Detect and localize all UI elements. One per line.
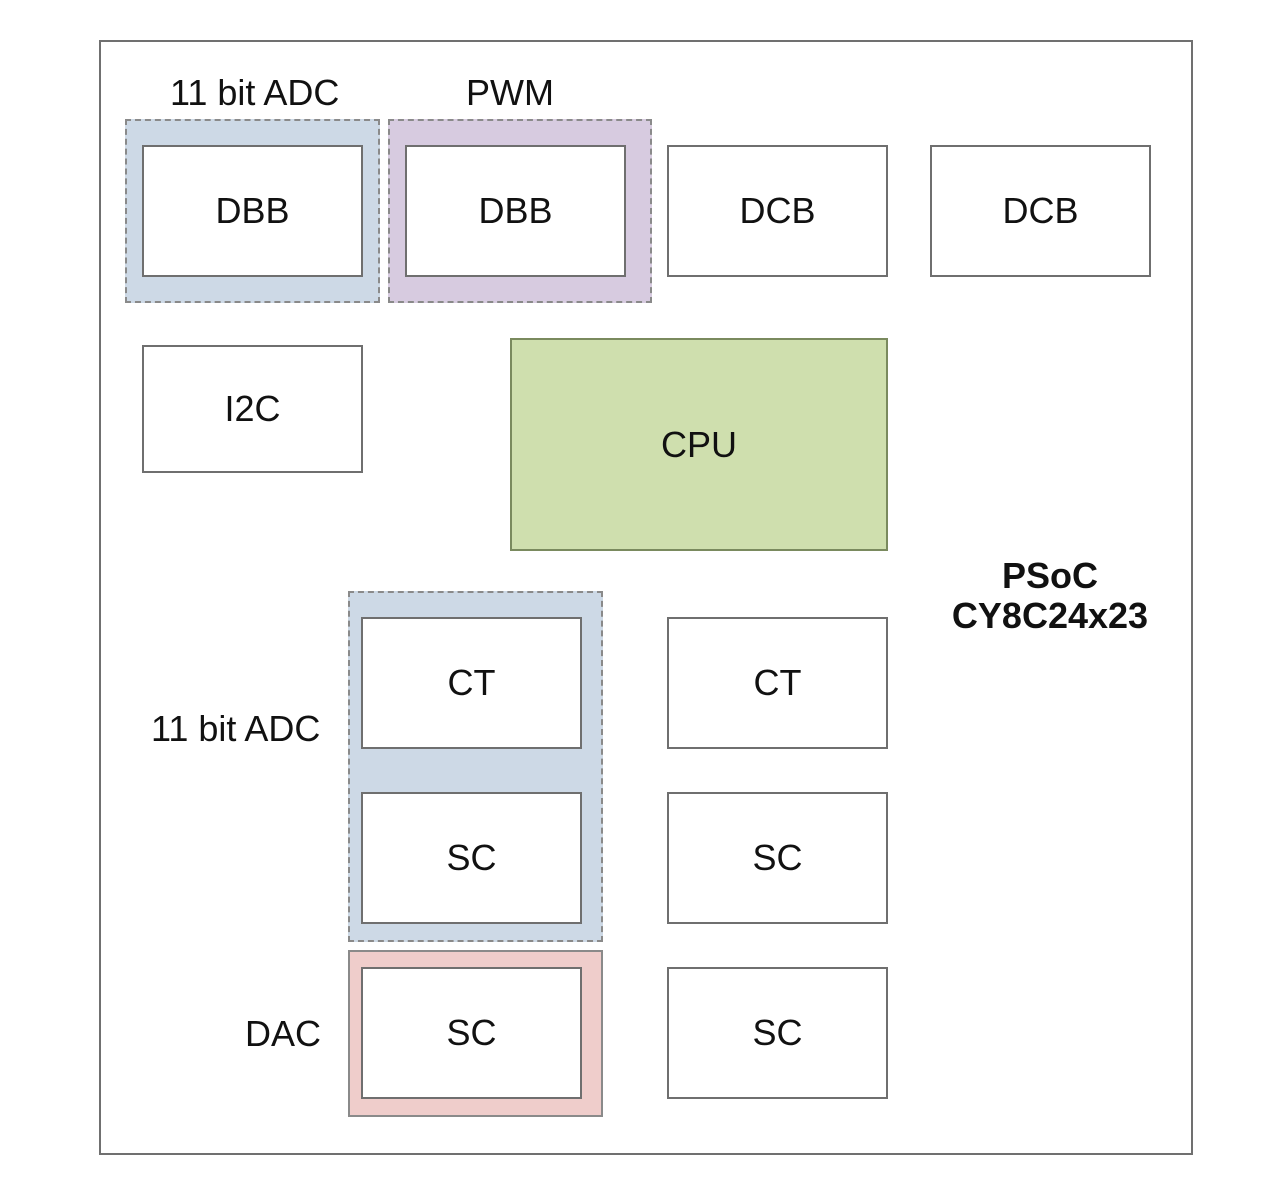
pwm-label: PWM bbox=[466, 72, 554, 113]
cpu-block: CPU bbox=[510, 338, 888, 551]
analog-block-sc-col2-row2: SC bbox=[667, 792, 888, 924]
dac-label: DAC bbox=[245, 1013, 322, 1054]
digital-block-dcb-2: DCB bbox=[930, 145, 1151, 277]
digital-block-dbb-2: DBB bbox=[405, 145, 626, 277]
chip-part-number: CY8C24x23 bbox=[951, 595, 1149, 636]
digital-block-dbb-1: DBB bbox=[142, 145, 363, 277]
digital-adc-label: 11 bit ADC bbox=[170, 72, 340, 113]
analog-adc-label: 11 bit ADC bbox=[151, 708, 321, 749]
analog-block-sc-col2-row3: SC bbox=[667, 967, 888, 1099]
i2c-block: I2C bbox=[142, 345, 363, 473]
analog-block-sc-col1-row2: SC bbox=[361, 792, 582, 924]
chip-title: PSoC CY8C24x23 bbox=[930, 556, 1170, 636]
digital-block-dcb-1: DCB bbox=[667, 145, 888, 277]
chip-name: PSoC bbox=[1001, 555, 1098, 596]
analog-block-ct-col1: CT bbox=[361, 617, 582, 749]
analog-block-ct-col2: CT bbox=[667, 617, 888, 749]
analog-block-sc-col1-row3: SC bbox=[361, 967, 582, 1099]
